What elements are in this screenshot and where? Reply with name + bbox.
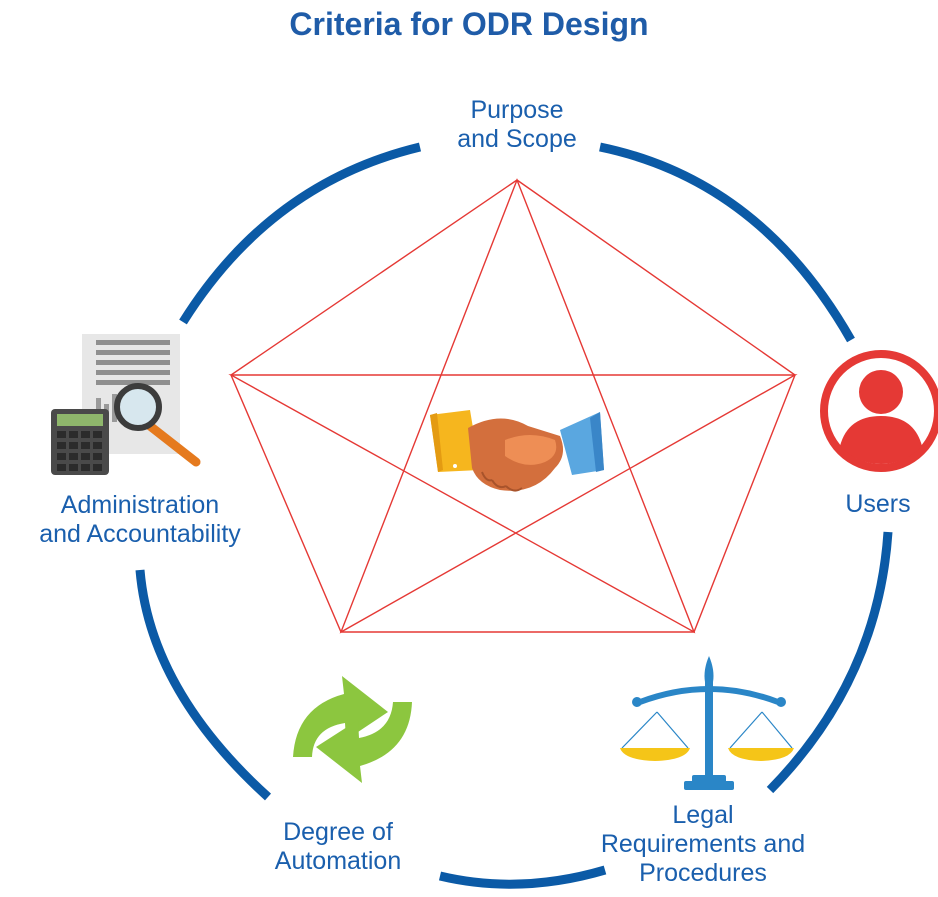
calculator-report-magnifier-icon bbox=[51, 334, 201, 475]
legal-line2: Requirements and bbox=[600, 830, 806, 858]
ring-arc-bottom bbox=[438, 865, 607, 889]
outer-ring bbox=[135, 142, 893, 889]
diagram-title: Criteria for ODR Design bbox=[289, 6, 649, 42]
administration-line2: and Accountability bbox=[39, 520, 241, 548]
node-administration-label: Administration and Accountability bbox=[0, 491, 280, 549]
handshake-icon bbox=[430, 410, 604, 492]
automation-line2: Automation bbox=[274, 847, 402, 875]
automation-line1: Degree of bbox=[283, 818, 393, 846]
node-purpose-label: Purpose and Scope bbox=[397, 96, 637, 154]
legal-line3: Procedures bbox=[639, 859, 767, 887]
user-profile-icon bbox=[820, 350, 938, 472]
purpose-line1: Purpose bbox=[470, 96, 564, 124]
refresh-arrows-icon bbox=[293, 676, 412, 783]
users-line1: Users bbox=[845, 490, 911, 518]
scales-of-justice-icon bbox=[620, 656, 794, 790]
ring-arc-right bbox=[766, 531, 893, 794]
ring-arc-left bbox=[135, 569, 272, 801]
star-outline bbox=[228, 178, 798, 634]
administration-line1: Administration bbox=[60, 491, 220, 519]
ring-arc-top-right bbox=[599, 142, 855, 343]
node-automation-label: Degree of Automation bbox=[238, 818, 438, 876]
purpose-line2: and Scope bbox=[457, 125, 577, 153]
ring-arc-top-left bbox=[179, 142, 422, 325]
pentagon-outline bbox=[230, 179, 796, 633]
legal-line1: Legal bbox=[672, 801, 734, 829]
pentagram bbox=[228, 178, 798, 634]
node-legal-label: Legal Requirements and Procedures bbox=[568, 801, 838, 888]
node-users-label: Users bbox=[818, 490, 938, 519]
